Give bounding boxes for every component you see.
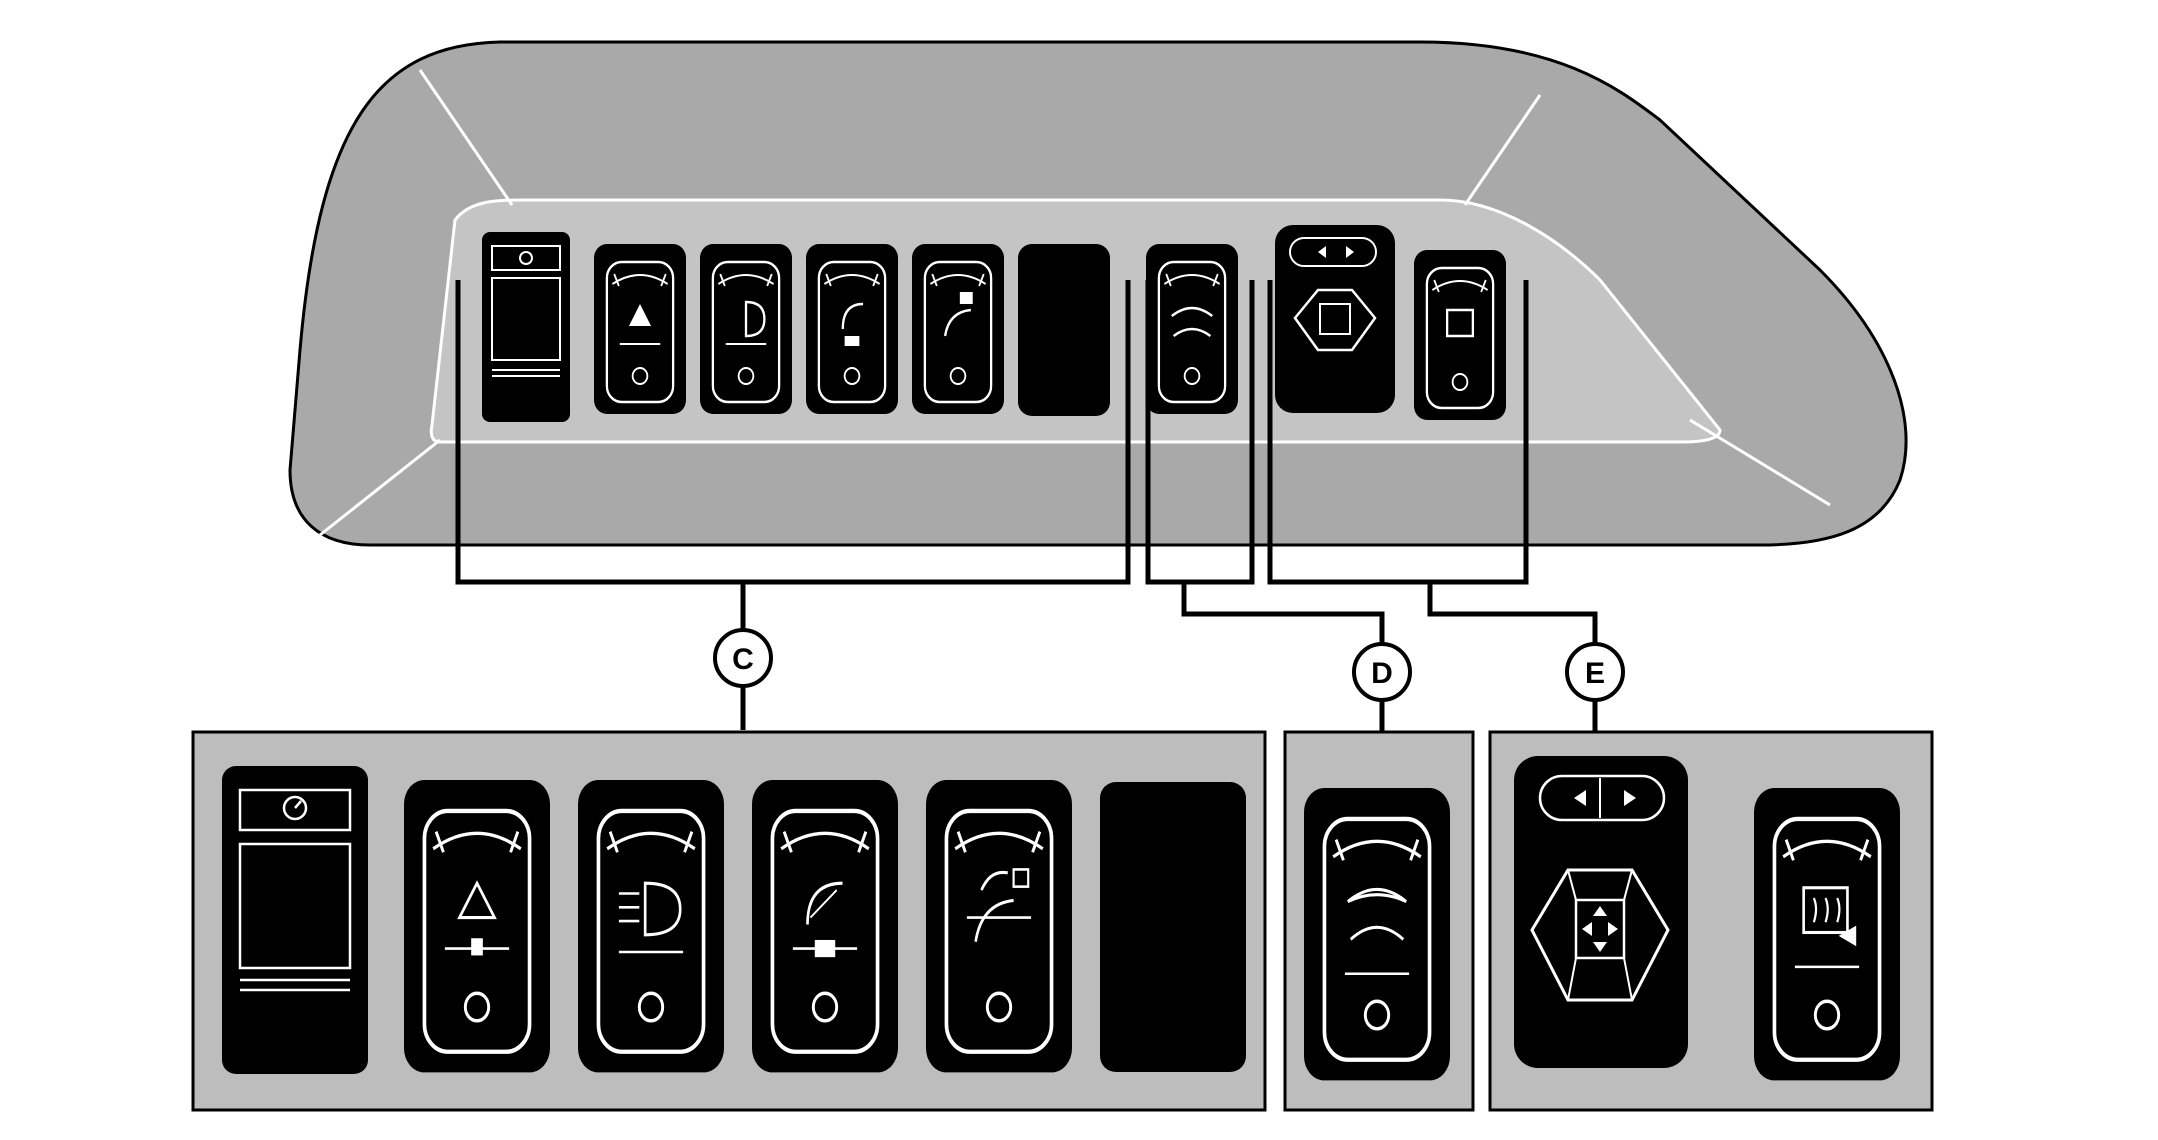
callout-e: E [1565, 642, 1625, 702]
left-arrow-icon [1582, 922, 1592, 936]
headlight-switch[interactable] [578, 780, 724, 1072]
work-light-switch[interactable] [752, 780, 898, 1072]
top-blank-plug [1018, 244, 1110, 416]
headlight-icon [744, 300, 766, 338]
wiper-icon [1171, 306, 1213, 338]
top-auxiliary-light-switch[interactable] [910, 242, 1006, 416]
rear-window-defrost-switch[interactable] [1754, 788, 1900, 1080]
mirror-adjust-switch[interactable] [1514, 756, 1688, 1068]
work-light-icon [841, 302, 864, 330]
svg-text:D: D [1371, 657, 1393, 690]
svg-text:E: E [1585, 657, 1605, 690]
up-arrow-icon [1593, 906, 1607, 916]
hazard-triangle-icon [628, 304, 652, 326]
speed-gauge-switch[interactable] [222, 766, 368, 1074]
detail-panel-e [1488, 730, 1934, 1112]
auxiliary-light-icon [943, 308, 972, 337]
work-light-icon [806, 881, 843, 925]
top-switch-row [482, 225, 1508, 422]
callout-d: D [1352, 642, 1412, 702]
top-mirror-adjust-switch[interactable] [1275, 225, 1395, 413]
speedometer-icon [282, 795, 308, 821]
auxiliary-light-switch[interactable] [926, 780, 1072, 1072]
right-mirror-arrow-icon [1624, 790, 1636, 806]
detail-panel-c [191, 730, 1267, 1112]
svg-text:C: C [732, 643, 754, 676]
top-work-light-switch[interactable] [804, 242, 900, 416]
blank-plug [1100, 782, 1246, 1072]
right-arrow-icon [1608, 922, 1618, 936]
hazard-beacon-switch[interactable] [404, 780, 550, 1072]
wiper-switch[interactable] [1304, 788, 1450, 1080]
leader-lines [455, 280, 1598, 732]
detail-panel-d [1283, 730, 1475, 1112]
down-arrow-icon [1593, 942, 1607, 952]
top-speed-gauge-switch[interactable] [482, 232, 570, 422]
hazard-triangle-icon [457, 880, 497, 920]
beacon-icon [471, 938, 483, 956]
defrost-icon [1445, 308, 1475, 338]
mirror-select-rocker [1538, 774, 1666, 822]
callout-c: C [713, 628, 773, 688]
defrost-icon [1802, 886, 1849, 935]
top-wiper-switch[interactable] [1144, 242, 1240, 416]
left-mirror-arrow-icon [1574, 790, 1586, 806]
wiper-icon [1347, 888, 1407, 903]
top-headlight-switch[interactable] [698, 242, 794, 416]
top-hazard-beacon-switch[interactable] [592, 242, 688, 416]
headlight-icon [643, 881, 682, 937]
top-rear-window-defrost-switch[interactable] [1412, 248, 1508, 422]
auxiliary-light-icon [974, 898, 1014, 942]
